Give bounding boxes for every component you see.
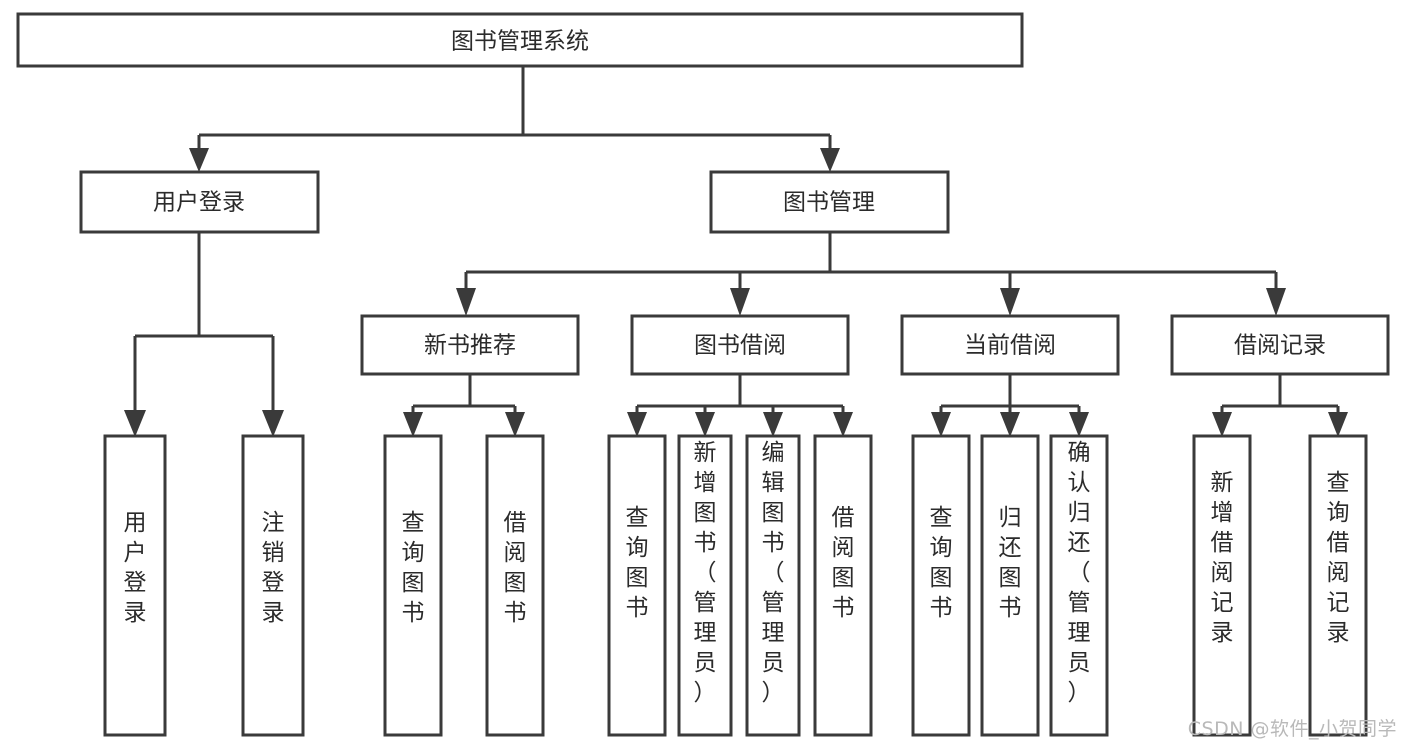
root-box[interactable] [16, 12, 1024, 68]
leaf-borrow-add-label: 新增图书（管理员） [694, 440, 717, 706]
leaf-borrow-book-box[interactable] [813, 434, 873, 737]
new-book-recommend-label: 新书推荐 [424, 333, 516, 359]
leaf-record-query-label: 查询借阅记录 [1327, 470, 1350, 646]
arrow-head-newbook-leaf-2 [505, 412, 525, 437]
leaf-borrow-query-label: 查询图书 [626, 505, 649, 621]
leaf-current-confirm-label: 确认归还（管理员） [1068, 440, 1091, 706]
arrow-head-current-borrow [1000, 288, 1020, 316]
current-borrow-label: 当前借阅 [964, 333, 1056, 359]
node-new-book-recommend[interactable]: 新书推荐 [360, 314, 580, 376]
leaf-borrow-add-box[interactable] [677, 434, 733, 737]
leaf-current-query-box[interactable] [911, 434, 971, 737]
user-login-box[interactable] [79, 170, 320, 234]
leaf-record-add-label: 新增借阅记录 [1211, 470, 1234, 646]
leaf-newbook-borrow-label: 借阅图书 [504, 510, 527, 626]
leaf-current-return-label: 归还图书 [999, 505, 1022, 621]
arrow-head-borrow-record [1266, 288, 1286, 316]
leaf-node-logout[interactable]: 注销登录 [241, 434, 305, 737]
arrow-head-currentborrow-leaf-2 [1000, 412, 1020, 437]
leaf-node-current-confirm[interactable]: 确认归还（管理员） [1049, 434, 1109, 737]
node-user-login[interactable]: 用户登录 [79, 170, 320, 234]
node-borrow-record[interactable]: 借阅记录 [1170, 314, 1390, 376]
root-label: 图书管理系统 [451, 29, 589, 55]
leaf-newbook-query-label: 查询图书 [402, 510, 425, 626]
arrow-head-bookborrow-leaf-3 [763, 412, 783, 437]
connector-layer [124, 66, 1348, 437]
leaf-node-borrow-book[interactable]: 借阅图书 [813, 434, 873, 737]
user-login-label: 用户登录 [153, 190, 245, 216]
leaf-borrow-query-box[interactable] [607, 434, 667, 737]
leaf-node-record-query[interactable]: 查询借阅记录 [1308, 434, 1368, 737]
arrow-head-bookborrow-leaf-1 [627, 412, 647, 437]
arrow-head-bookborrow-leaf-2 [695, 412, 715, 437]
leaf-user-login-label: 用户登录 [124, 510, 147, 626]
leaf-node-newbook-borrow[interactable]: 借阅图书 [485, 434, 545, 737]
node-current-borrow[interactable]: 当前借阅 [900, 314, 1120, 376]
arrow-head-borrowrecord-leaf-1 [1212, 412, 1232, 437]
leaf-node-current-return[interactable]: 归还图书 [980, 434, 1040, 737]
leaf-borrow-edit-box[interactable] [745, 434, 801, 737]
arrow-head-new-book [456, 288, 476, 316]
node-book-borrow[interactable]: 图书借阅 [630, 314, 850, 376]
book-borrow-box[interactable] [630, 314, 850, 376]
leaf-node-borrow-query[interactable]: 查询图书 [607, 434, 667, 737]
node-book-management[interactable]: 图书管理 [709, 170, 950, 234]
leaf-current-confirm-box[interactable] [1049, 434, 1109, 737]
leaf-logout-label: 注销登录 [262, 510, 285, 626]
arrow-head-currentborrow-leaf-1 [931, 412, 951, 437]
arrow-head-bookborrow-leaf-4 [833, 412, 853, 437]
leaf-node-record-add[interactable]: 新增借阅记录 [1192, 434, 1252, 737]
new-book-recommend-box[interactable] [360, 314, 580, 376]
leaf-newbook-query-box[interactable] [383, 434, 443, 737]
arrow-head-user-login [189, 148, 209, 172]
node-root-system[interactable]: 图书管理系统 [16, 12, 1024, 68]
leaf-borrow-edit-label: 编辑图书（管理员） [762, 440, 785, 706]
leaf-newbook-borrow-box[interactable] [485, 434, 545, 737]
leaf-node-current-query[interactable]: 查询图书 [911, 434, 971, 737]
arrow-head-newbook-leaf-1 [403, 412, 423, 437]
borrow-record-box[interactable] [1170, 314, 1390, 376]
current-borrow-box[interactable] [900, 314, 1120, 376]
book-management-label: 图书管理 [783, 190, 875, 216]
arrow-head-borrowrecord-leaf-2 [1328, 412, 1348, 437]
leaf-user-login-box[interactable] [103, 434, 167, 737]
leaf-logout-box[interactable] [241, 434, 305, 737]
arrow-head-currentborrow-leaf-3 [1069, 412, 1089, 437]
leaf-record-add-box[interactable] [1192, 434, 1252, 737]
leaf-current-query-label: 查询图书 [930, 505, 953, 621]
leaf-current-return-box[interactable] [980, 434, 1040, 737]
leaf-node-user-login[interactable]: 用户登录 [103, 434, 167, 737]
leaf-node-borrow-edit[interactable]: 编辑图书（管理员） [745, 434, 801, 737]
csdn-watermark: CSDN @软件_小贺同学 [1187, 718, 1397, 740]
book-borrow-label: 图书借阅 [694, 333, 786, 359]
leaf-node-newbook-query[interactable]: 查询图书 [383, 434, 443, 737]
leaf-borrow-book-label: 借阅图书 [832, 505, 855, 621]
arrow-head-leaf-user-login [124, 410, 146, 437]
arrow-head-leaf-logout [262, 410, 284, 437]
book-management-box[interactable] [709, 170, 950, 234]
borrow-record-label: 借阅记录 [1234, 333, 1326, 359]
arrow-head-book-manage [820, 148, 840, 172]
arrow-head-book-borrow [730, 288, 750, 316]
leaf-record-query-box[interactable] [1308, 434, 1368, 737]
leaf-node-borrow-add[interactable]: 新增图书（管理员） [677, 434, 733, 737]
